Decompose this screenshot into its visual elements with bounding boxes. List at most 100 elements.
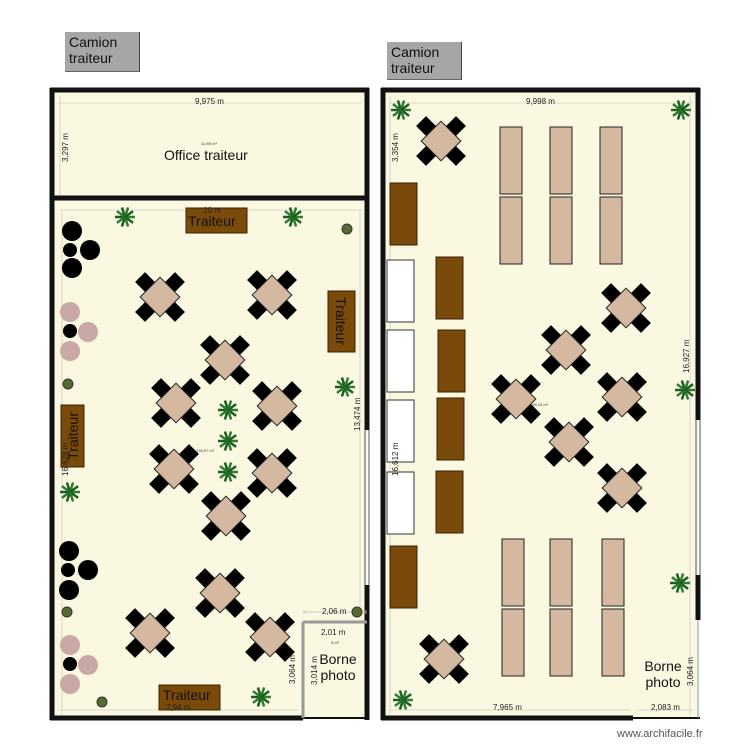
left-buffets: [60, 207, 356, 711]
square-table: [245, 612, 295, 662]
borne-area: 6 m²: [331, 640, 339, 645]
plant-icon: [670, 573, 690, 593]
plant-icon: [218, 400, 238, 420]
camion-traiteur-right: Camion traiteur: [387, 42, 462, 80]
traiteur-right-label: Traiteur: [333, 297, 349, 345]
plants: [60, 100, 695, 710]
potted-plant-icon: [96, 696, 108, 708]
plant-icon: [335, 377, 355, 397]
dim-right-height-top: 3,354 m: [391, 133, 400, 162]
plant-icon: [393, 690, 413, 710]
table-top: [601, 376, 643, 418]
dim-borne-top-inner: 2,01 m: [321, 628, 346, 637]
left-hall-floor: [52, 199, 367, 718]
dim-left-height-right: 13,474 m: [353, 397, 362, 431]
potted-plant-icon: [62, 378, 74, 390]
table-top: [251, 274, 293, 316]
office-floor: [52, 91, 367, 197]
square-table: [135, 272, 185, 322]
table-top: [249, 616, 291, 658]
dim-left-bottom: 7,94 m: [166, 703, 191, 712]
table-top: [548, 421, 590, 463]
left-building-walls: [49, 87, 370, 721]
dim-borne-height-outer: 3,064 m: [288, 655, 297, 684]
table-top: [153, 448, 195, 490]
pink-round-tables: [60, 302, 98, 694]
dark-round-tables: [59, 221, 100, 671]
right-hall-floor: [383, 91, 698, 718]
white-table: [386, 471, 415, 535]
square-table: [247, 448, 297, 498]
table-top: [199, 572, 241, 614]
white-table: [386, 329, 415, 393]
square-table: [597, 463, 647, 513]
square-table: [247, 270, 297, 320]
dim-borne-top-outer: 2,06 m: [322, 607, 347, 616]
right-buffets: [386, 182, 466, 609]
dim-right-height-right: 16,927 m: [682, 339, 691, 373]
table-top: [129, 612, 171, 654]
table-top: [423, 638, 465, 680]
traiteur-top-label: Traiteur: [188, 213, 236, 229]
plant-icon: [218, 431, 238, 451]
plant-icon: [60, 482, 80, 502]
dim-left-height-left: 16,628 m: [61, 442, 70, 476]
square-table: [597, 372, 647, 422]
white-table: [386, 259, 415, 323]
square-tables: [125, 116, 651, 684]
square-table: [201, 491, 251, 541]
square-table: [544, 417, 594, 467]
left-hall-area: 136,07 m²: [196, 448, 215, 453]
dim-office-height: 3,297 m: [61, 133, 70, 162]
plant-icon: [251, 687, 271, 707]
archifacile-credit: www.archifacile.fr: [617, 728, 703, 740]
table-top: [251, 452, 293, 494]
square-table: [601, 283, 651, 333]
office-area: 32,89 m²: [201, 141, 217, 146]
buffet-table: [437, 329, 466, 393]
potted-plant-icon: [351, 606, 363, 618]
table-top: [601, 467, 643, 509]
banquet-tables: [499, 126, 625, 677]
square-table: [151, 378, 201, 428]
camion-traiteur-left: Camion traiteur: [65, 32, 140, 72]
buffet-table: [435, 256, 464, 320]
buffet-table: [435, 470, 464, 534]
table-top: [155, 382, 197, 424]
right-hall-area: 166,16 m²: [530, 402, 549, 407]
square-table: [541, 325, 591, 375]
traiteur-bottom-label: Traiteur: [163, 687, 211, 703]
table-top: [139, 276, 181, 318]
plant-icon: [218, 462, 238, 482]
square-table: [125, 608, 175, 658]
potted-plant-icon: [61, 606, 73, 618]
dim-right-bottom: 7,965 m: [493, 703, 522, 712]
table-top: [545, 329, 587, 371]
dim-office-width: 9,975 m: [195, 97, 224, 106]
square-table: [149, 444, 199, 494]
table-top: [256, 385, 298, 427]
dim-left-top: 10 m: [203, 206, 221, 215]
plant-icon: [283, 207, 303, 227]
table-top: [495, 378, 537, 420]
borne-left-walls: [301, 620, 367, 718]
plant-icon: [115, 207, 135, 227]
table-top: [605, 287, 647, 329]
dim-borne-height-inner: 3,014 m: [310, 656, 319, 685]
office-traiteur-label: Office traiteur: [164, 147, 248, 163]
white-table: [386, 399, 415, 463]
square-table: [195, 568, 245, 618]
borne-photo-right: Borne photo: [644, 658, 682, 690]
dim-right-borne-height: 3,064 m: [686, 657, 695, 686]
buffet-table: [389, 545, 418, 609]
square-table: [252, 381, 302, 431]
plant-icon: [671, 100, 691, 120]
borne-photo-left: Borne photo: [319, 651, 357, 683]
buffet-table: [436, 397, 465, 461]
table-top: [420, 120, 462, 162]
square-table: [416, 116, 466, 166]
plant-icon: [675, 380, 695, 400]
square-table: [200, 335, 250, 385]
square-table: [491, 374, 541, 424]
